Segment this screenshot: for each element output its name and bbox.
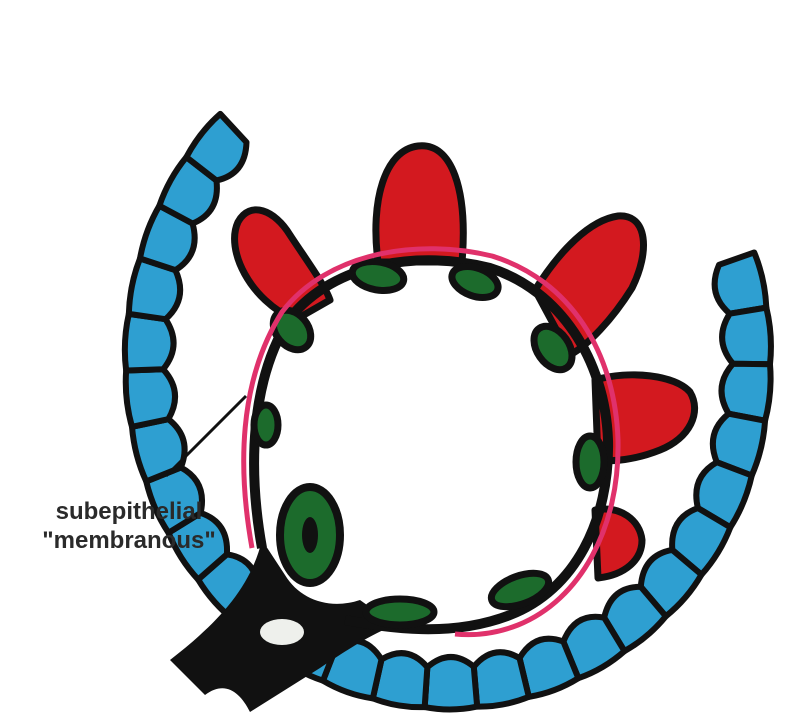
outer-epithelial-cell xyxy=(715,252,767,313)
outer-epithelial-cell xyxy=(722,308,771,365)
outer-epithelial-cell xyxy=(132,419,185,481)
large-green-cell-center xyxy=(302,517,318,553)
inner-green-cell xyxy=(576,436,604,488)
nucleus xyxy=(260,619,304,645)
outer-epithelial-cell xyxy=(474,652,529,706)
inner-green-cell xyxy=(487,567,553,614)
large-green-cell xyxy=(280,487,340,583)
red-lobe-left xyxy=(235,210,330,320)
annotation-line-1: subepithelial xyxy=(9,497,249,526)
annotation-label: subepithelial "membranous" xyxy=(9,497,249,555)
red-lobe-lower-right xyxy=(595,509,642,578)
red-lobe-top xyxy=(376,146,463,262)
outer-epithelial-cell xyxy=(125,314,174,371)
inner-green-cell xyxy=(254,405,278,445)
outer-epithelial-cell xyxy=(126,369,175,427)
inner-green-cell xyxy=(366,599,434,625)
outer-epithelial-cell xyxy=(425,657,477,709)
annotation-line-2: "membranous" xyxy=(9,526,249,555)
